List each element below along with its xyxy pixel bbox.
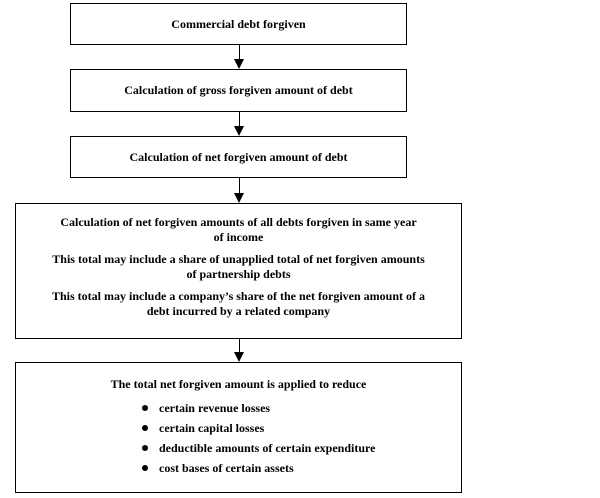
list-item: deductible amounts of certain expenditur…: [142, 438, 461, 458]
step-label: Calculation of gross forgiven amount of …: [124, 83, 353, 97]
down-arrow-icon: [234, 45, 244, 69]
step-label: Calculation of net forgiven amount of de…: [129, 149, 348, 164]
step-commercial-debt-forgiven: Commercial debt forgiven: [70, 3, 407, 45]
down-arrow-icon: [234, 178, 244, 203]
down-arrow-icon: [234, 112, 244, 136]
step-gross-forgiven-amount: Calculation of gross forgiven amount of …: [70, 69, 407, 112]
bullet-icon: [142, 445, 148, 451]
list-item: certain capital losses: [142, 418, 461, 438]
step-line: This total may include a share of unappl…: [52, 252, 425, 281]
list-item: cost bases of certain assets: [142, 458, 461, 478]
step-heading: The total net forgiven amount is applied…: [110, 377, 367, 391]
down-arrow-icon: [234, 339, 244, 362]
bullet-icon: [142, 465, 148, 471]
step-apply-net-forgiven-amount: The total net forgiven amount is applied…: [15, 362, 462, 493]
bullet-icon: [142, 405, 148, 411]
bullet-icon: [142, 425, 148, 431]
step-net-forgiven-all-debts: Calculation of net forgiven amounts of a…: [15, 203, 462, 339]
list-item: certain revenue losses: [142, 398, 461, 418]
step-line: This total may include a company’s share…: [52, 289, 425, 318]
step-net-forgiven-amount: Calculation of net forgiven amount of de…: [70, 136, 407, 178]
step-line: Calculation of net forgiven amounts of a…: [60, 215, 417, 244]
step-label: Commercial debt forgiven: [171, 16, 306, 31]
reduction-list: certain revenue losses certain capital l…: [16, 398, 461, 478]
